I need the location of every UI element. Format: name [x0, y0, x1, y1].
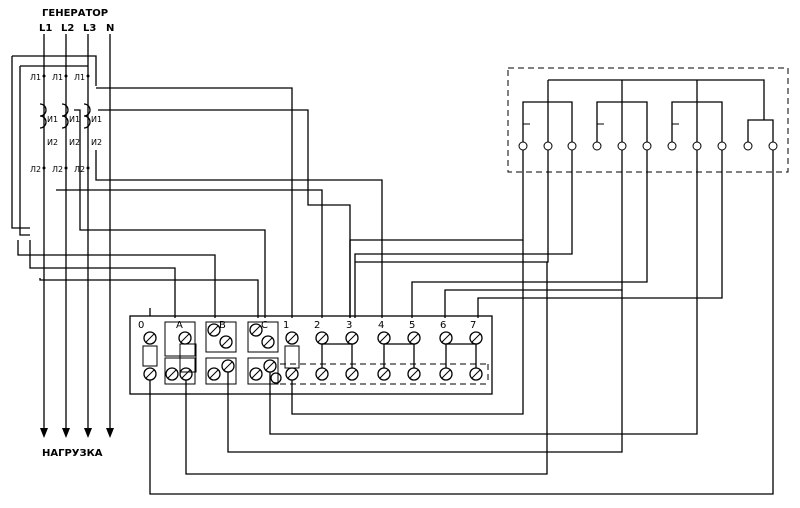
phase-label-l1: L1 [39, 23, 52, 34]
svg-text:И1: И1 [69, 115, 80, 124]
svg-text:1: 1 [283, 320, 289, 331]
terminal-to-meter-bottom-wiring [149, 150, 774, 495]
meter-to-terminal-wiring [349, 150, 723, 318]
meter-device-box [507, 67, 789, 173]
svg-text:Л1: Л1 [52, 73, 63, 82]
phase-label-l3: L3 [83, 23, 96, 34]
svg-text:6: 6 [440, 320, 446, 331]
terminal-links [142, 321, 489, 385]
terminal-labels: 0 A B C 1 2 3 4 5 6 7 [138, 320, 476, 331]
ct-secondary-wiring [11, 55, 383, 318]
terminal-block [129, 315, 493, 395]
svg-text:B: B [219, 320, 226, 331]
svg-text:И1: И1 [47, 115, 58, 124]
svg-text:Л2: Л2 [52, 165, 63, 174]
phase-label-n: N [106, 23, 114, 34]
svg-text:И1: И1 [91, 115, 102, 124]
svg-text:2: 2 [314, 320, 320, 331]
svg-text:4: 4 [378, 320, 384, 331]
svg-text:5: 5 [409, 320, 415, 331]
svg-text:Л2: Л2 [30, 165, 41, 174]
current-transformers: Л1 Л2 И1 И2 Л1 Л2 И1 И2 Л1 Л2 И1 И2 [30, 73, 102, 174]
svg-text:7: 7 [470, 320, 476, 331]
svg-text:Л1: Л1 [30, 73, 41, 82]
svg-text:0: 0 [138, 320, 144, 331]
load-label: НАГРУЗКА [42, 448, 103, 459]
generator-title: ГЕНЕРАТОР [42, 8, 108, 19]
svg-text:И2: И2 [69, 138, 80, 147]
svg-text:Л1: Л1 [74, 73, 85, 82]
svg-text:3: 3 [346, 320, 352, 331]
phase-label-l2: L2 [61, 23, 74, 34]
svg-text:И2: И2 [91, 138, 102, 147]
meter-terminals [518, 79, 778, 151]
svg-text:C: C [261, 320, 268, 331]
phase-bus-lines [40, 34, 114, 438]
svg-text:A: A [176, 320, 183, 331]
svg-text:И2: И2 [47, 138, 58, 147]
